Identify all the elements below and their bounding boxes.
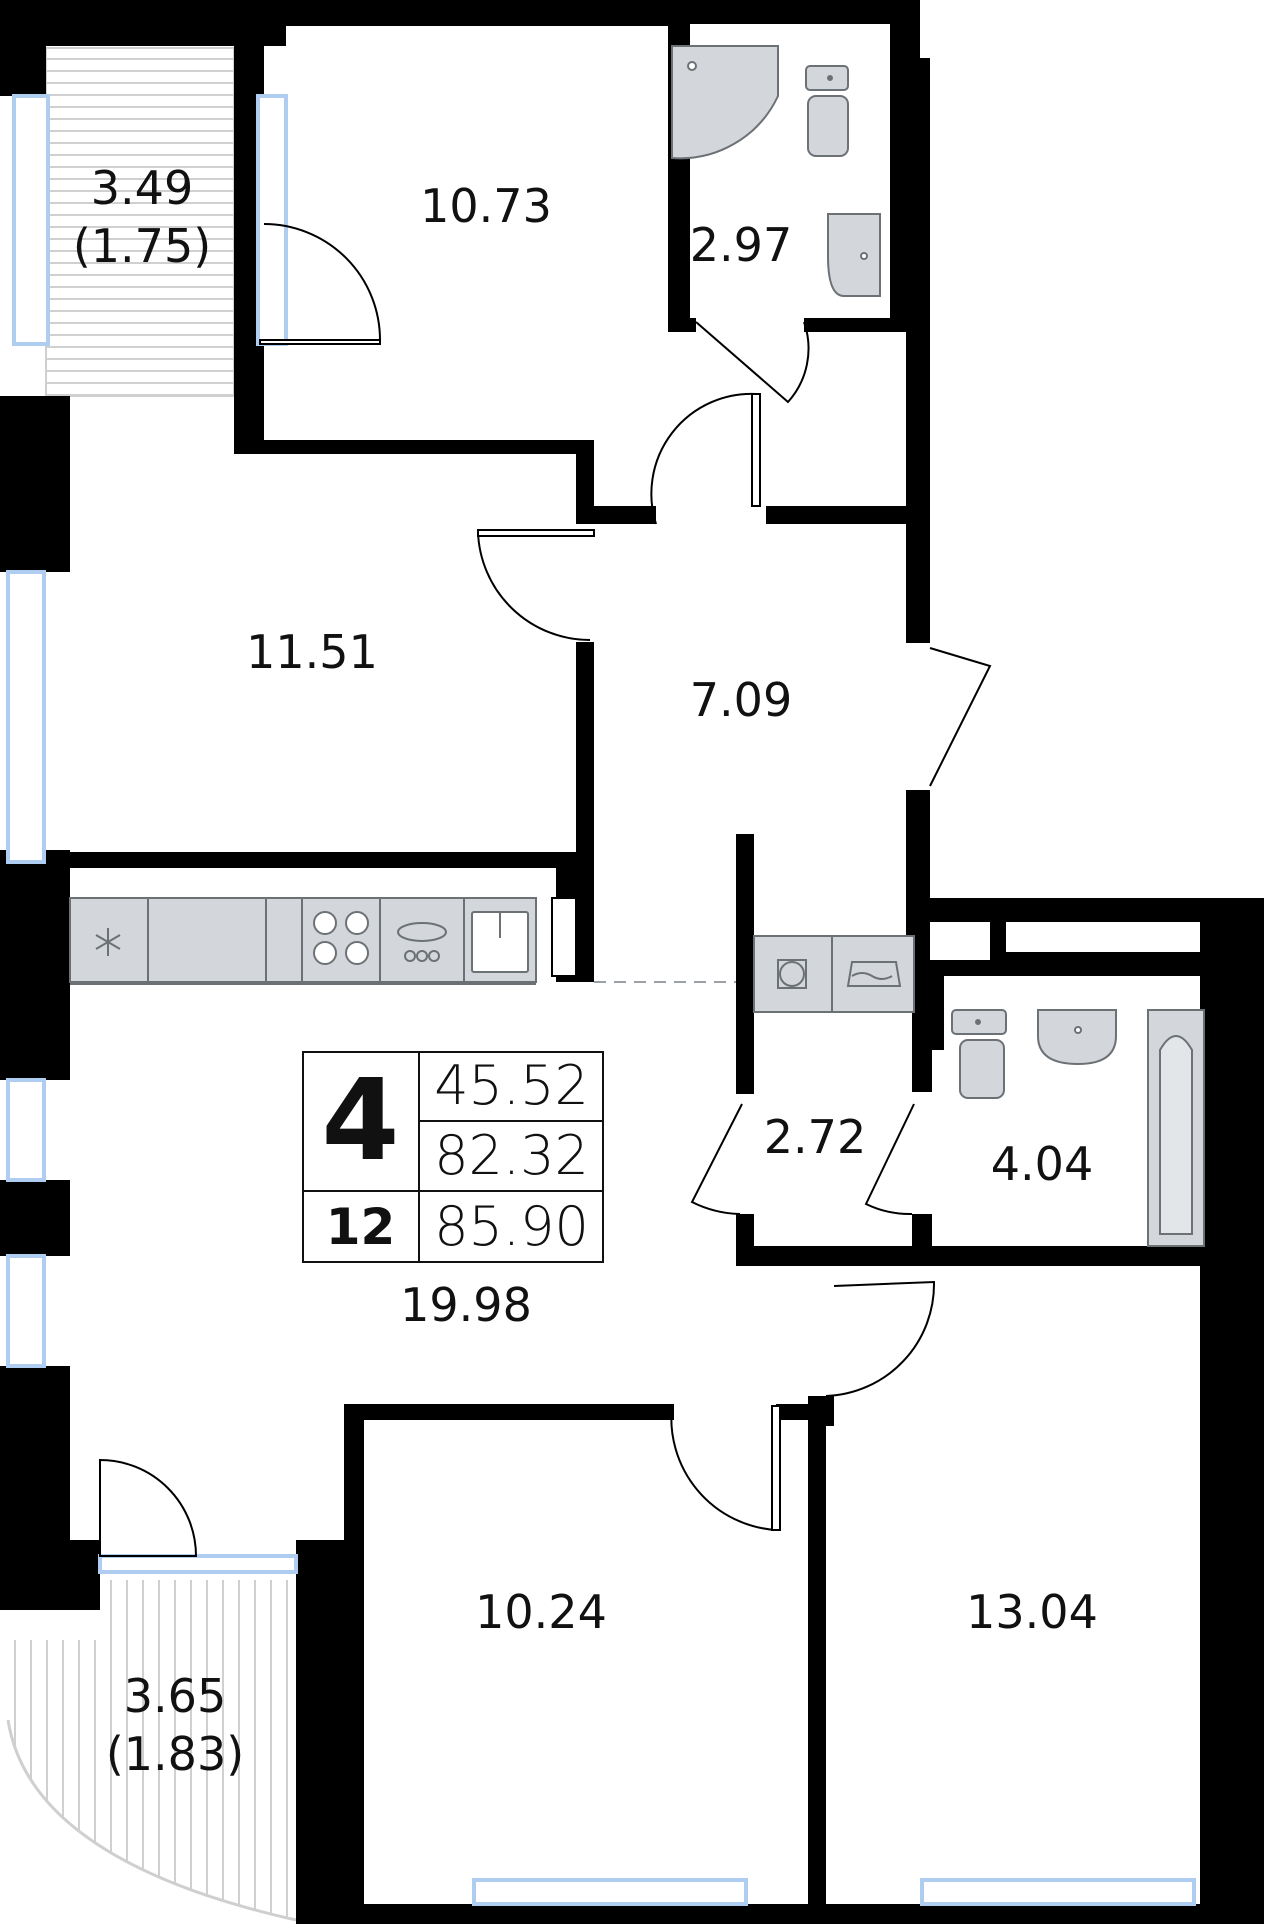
kitchen-counter bbox=[69, 897, 537, 985]
kitchen-living-label: 19.98 bbox=[400, 1278, 532, 1332]
bedroom-top-label: 10.73 bbox=[420, 179, 552, 233]
balcony-bottom-reduced-area: (1.83) bbox=[105, 1727, 245, 1781]
bedroom-left-label: 11.51 bbox=[246, 625, 378, 679]
windows bbox=[6, 94, 1196, 1906]
balcony-top-area: 3.49 bbox=[90, 161, 194, 215]
fridge-column bbox=[551, 897, 577, 977]
summary-living-area: 45.52 bbox=[434, 1054, 589, 1117]
dryer-icon bbox=[846, 961, 902, 987]
oven-icon bbox=[397, 922, 447, 962]
balcony-top bbox=[45, 47, 235, 397]
summary-box: 4 12 45.52 82.32 85.90 bbox=[302, 1051, 604, 1263]
cooktop-icon bbox=[313, 911, 369, 965]
balcony-top-reduced-area: (1.75) bbox=[72, 219, 212, 273]
summary-box-grid bbox=[302, 1051, 604, 1263]
bathroom-top-label: 2.97 bbox=[689, 218, 793, 272]
sink-icon bbox=[471, 911, 529, 973]
bedroom-bottom-right-label: 13.04 bbox=[966, 1585, 1098, 1639]
toilet-icon bbox=[805, 65, 849, 157]
shower-tray-icon bbox=[671, 45, 779, 160]
washbasin-icon bbox=[827, 213, 881, 297]
laundry-units bbox=[753, 935, 915, 1013]
bedroom-bottom-left-label: 10.24 bbox=[475, 1585, 607, 1639]
balcony-top-label: 3.49 (1.75) bbox=[73, 159, 211, 275]
summary-floor: 12 bbox=[325, 1198, 396, 1256]
toilet-icon bbox=[951, 1009, 1007, 1099]
bathtub-icon bbox=[1147, 1009, 1205, 1247]
door-leaves bbox=[259, 339, 781, 1531]
doors bbox=[99, 223, 992, 1557]
summary-total-area: 82.32 bbox=[434, 1124, 589, 1187]
summary-total-with-balconies: 85.90 bbox=[434, 1195, 589, 1258]
bathroom-right-label: 4.04 bbox=[990, 1137, 1094, 1191]
balcony-bottom bbox=[6, 1580, 297, 1922]
balcony-bottom-area: 3.65 bbox=[123, 1669, 227, 1723]
washing-machine-icon bbox=[777, 959, 807, 989]
summary-room-count: 4 bbox=[321, 1056, 400, 1186]
snowflake-icon bbox=[95, 928, 121, 956]
washbasin-icon bbox=[1037, 1009, 1117, 1066]
hallway-label: 7.09 bbox=[689, 673, 793, 727]
balcony-bottom-label: 3.65 (1.83) bbox=[106, 1667, 244, 1783]
closet-label: 2.72 bbox=[763, 1110, 867, 1164]
